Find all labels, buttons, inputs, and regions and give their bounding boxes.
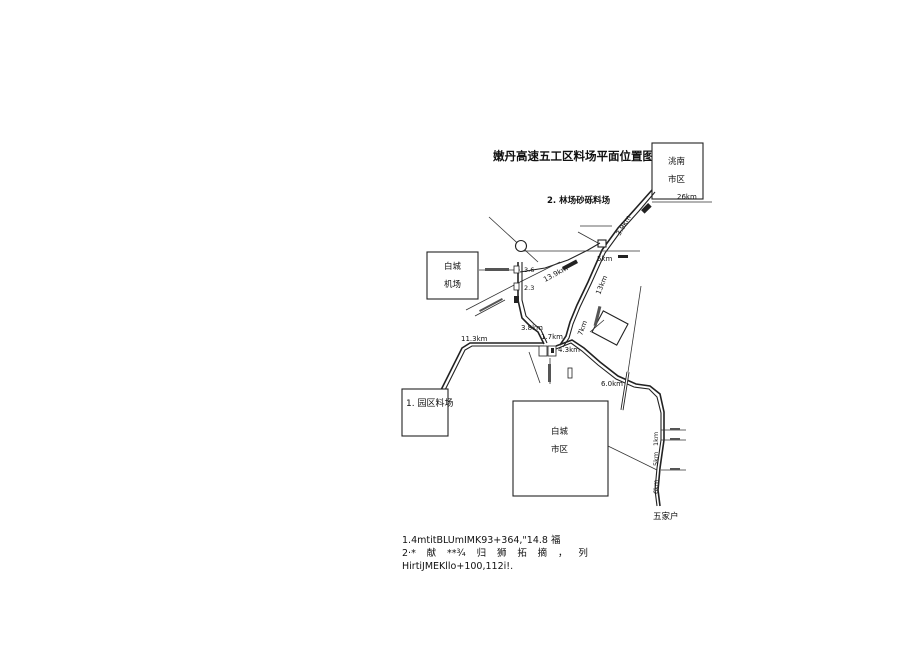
city-label-1: 白城 (551, 426, 569, 437)
baicheng-city-box (512, 400, 609, 497)
yard-2-marker (597, 239, 607, 248)
label-2-3: 2.3 (524, 284, 534, 292)
wujiahu-label: 五家户 (653, 511, 679, 522)
note-2-char: 摘 (537, 548, 548, 559)
distance-6km-road: 6.0km (601, 380, 623, 388)
note-line-3: HirtiJMEKllo+100,112i!. (402, 561, 514, 572)
road-to-forest-yard (519, 242, 601, 273)
yard-1-label: 1. 园区料场 (406, 397, 453, 409)
road-to-wujiahu (555, 339, 665, 507)
taonan-city-box (651, 142, 704, 200)
airport-box (426, 251, 479, 300)
distance-5km: 5km (597, 255, 613, 263)
distance-5km-right: 5km (652, 452, 660, 466)
roundabout-marker (514, 239, 528, 253)
road-airport-to-city (517, 262, 545, 345)
distance-26km: 26km (677, 193, 697, 201)
distance-3-8km: 3.8km (521, 324, 543, 332)
map-title: 嫩丹高速五工区料场平面位置图 (493, 149, 654, 163)
label-3-6: 3.6 (524, 266, 534, 274)
road-to-yard-1 (436, 342, 544, 399)
note-line-1: 1.4mtitBLUmIMK93+364,"14.8 福 (402, 535, 561, 546)
distance-6km-right: 6km (652, 480, 660, 494)
distance-13km: 13km (594, 274, 609, 296)
highway-to-taonan (559, 189, 653, 346)
note-2-char: 归 (476, 548, 487, 559)
yard-1-box (401, 388, 449, 437)
distance-1-7km: 1.7km (541, 333, 563, 341)
map-notes: 1.4mtitBLUmIMK93+364,"14.8 福 2·* 献 **¾ 归… (402, 534, 612, 573)
airport-label-1: 白城 (444, 261, 462, 272)
note-2-char: 狮 (496, 548, 507, 559)
note-line-2: 2·* 献 **¾ 归 狮 拓 摘 ， 列 (402, 547, 588, 560)
city-label-2: 市区 (551, 444, 569, 455)
note-2-char: 2·* (402, 548, 416, 559)
distance-1km-right: 1km (652, 432, 660, 446)
distance-3-9km: 3.9km (615, 214, 633, 237)
distance-7km: 7km (576, 319, 589, 336)
airport-label-2: 机场 (444, 279, 461, 290)
distance-4-3km: 4.3km (558, 346, 580, 354)
note-2-char: 献 (426, 548, 437, 559)
note-2-char: 拓 (517, 548, 527, 559)
taonan-label-1: 洮南 (668, 156, 685, 167)
note-2-char: **¾ (447, 548, 466, 559)
note-2-char: ， (558, 548, 568, 559)
note-2-char: 列 (578, 548, 588, 559)
taonan-label-2: 市区 (668, 174, 686, 185)
yard-2-label: 2. 林场砂砾料场 (547, 195, 611, 206)
distance-11-3km: 11.3km (461, 335, 488, 343)
